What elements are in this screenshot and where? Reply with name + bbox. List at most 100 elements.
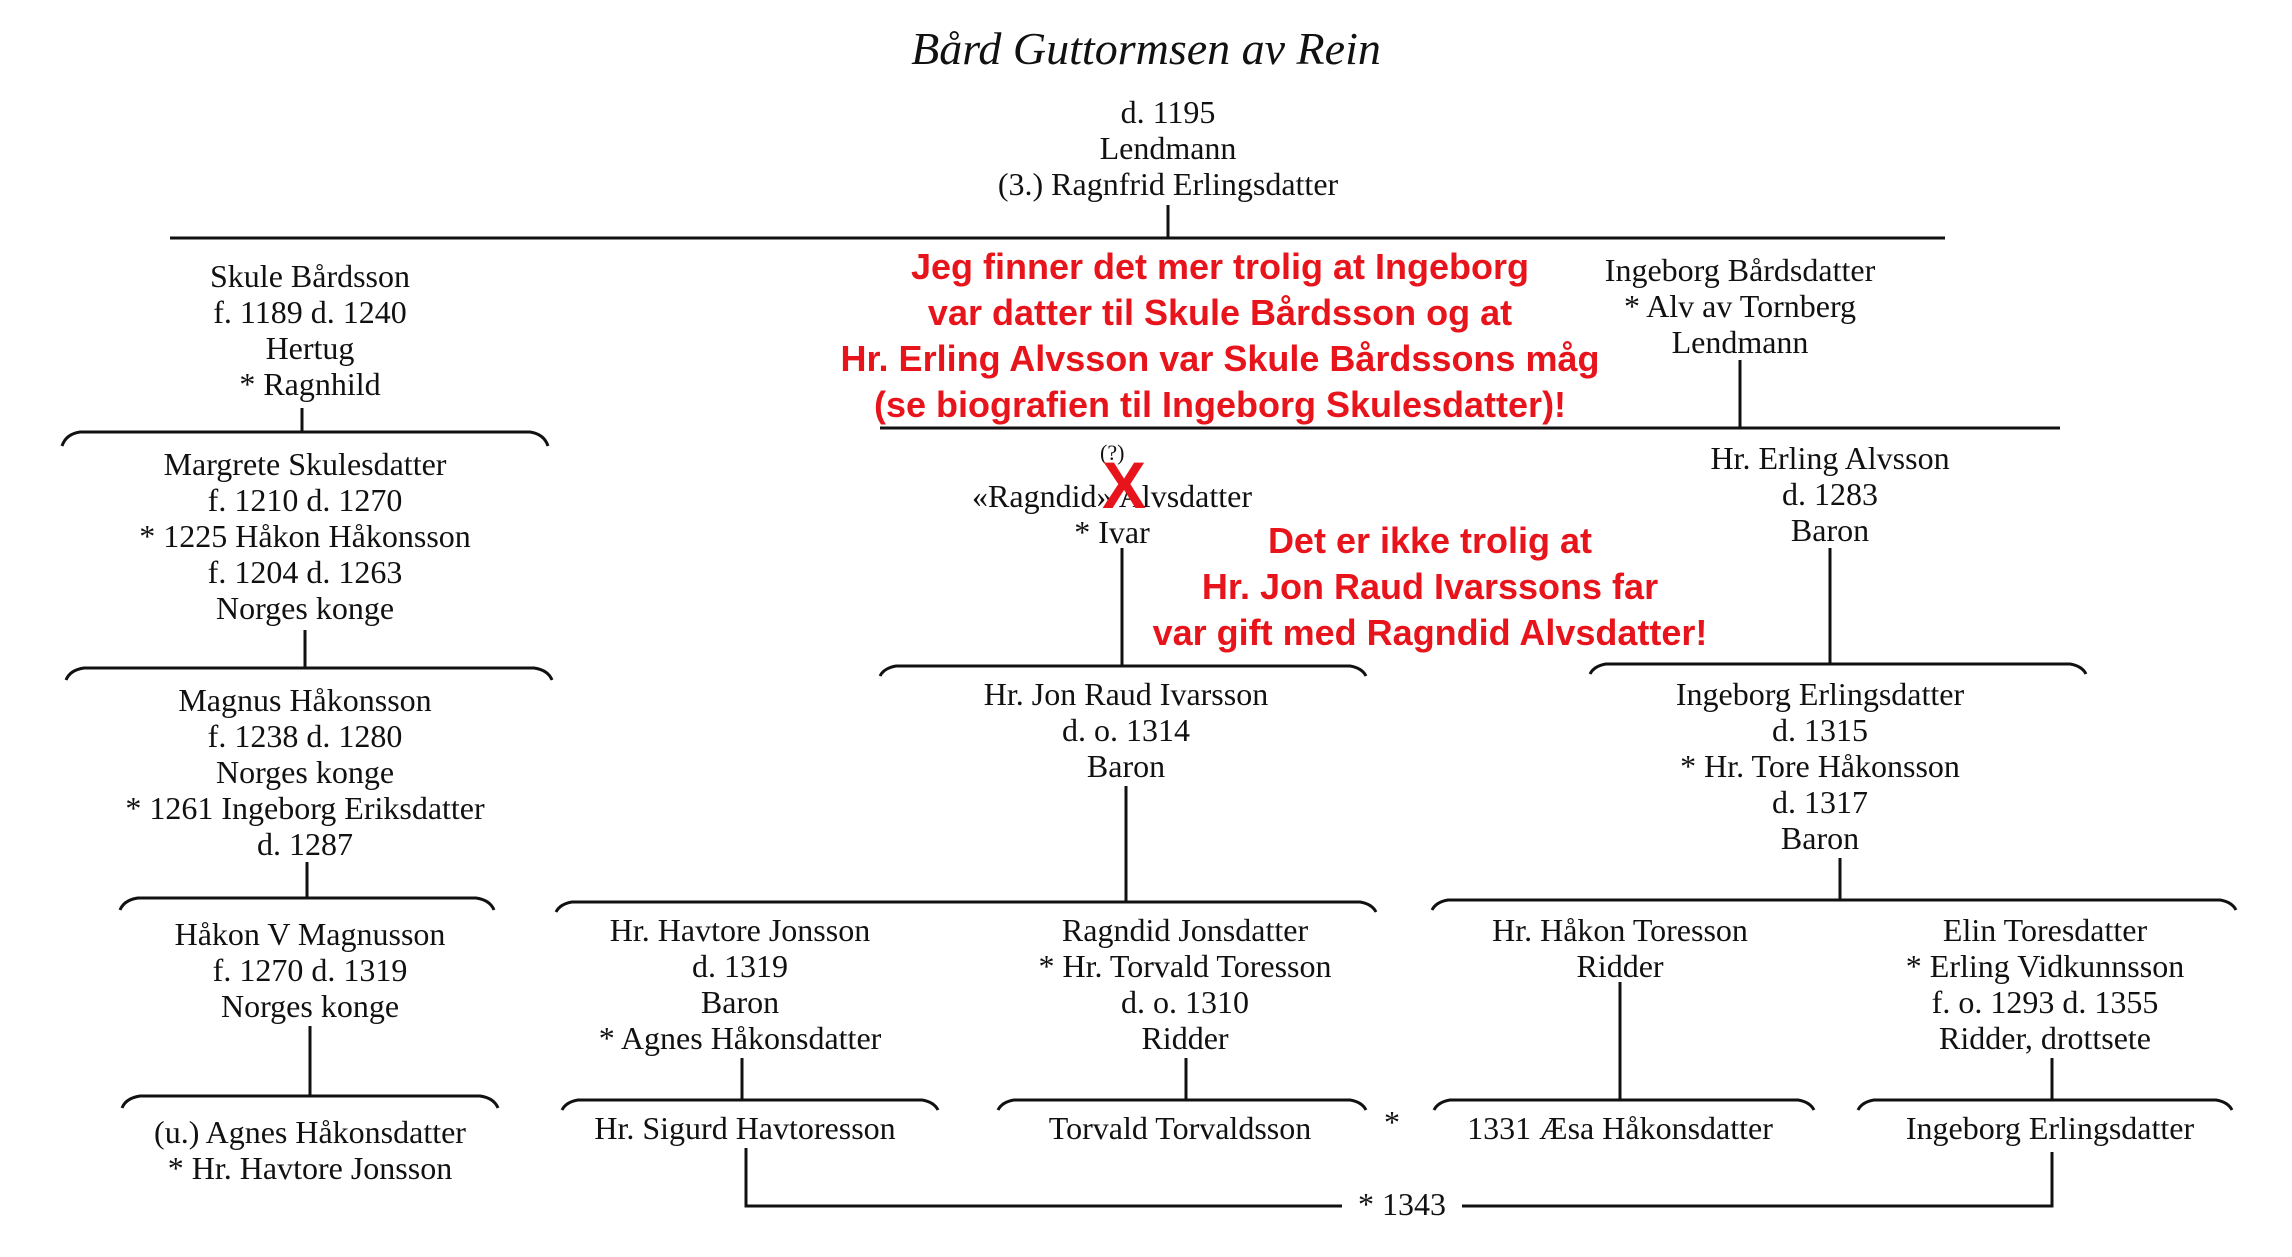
margrete-name: Margrete Skulesdatter	[163, 446, 447, 482]
ingeborg-b-title: Lendmann	[1671, 324, 1809, 360]
person-havtore: Hr. Havtore Jonsson d. 1319 Baron * Agne…	[560, 912, 920, 1056]
ragndid-j-spouse-death: d. o. 1310	[1121, 984, 1249, 1020]
person-sigurd: Hr. Sigurd Havtoresson	[594, 1110, 896, 1146]
agnes-name: (u.) Agnes Håkonsdatter	[154, 1114, 466, 1150]
bus-ingeborg-e	[1430, 898, 2238, 911]
skule-dates: f. 1189 d. 1240	[213, 294, 407, 330]
margrete-spouse-dates: f. 1204 d. 1263	[207, 554, 403, 590]
person-skule: Skule Bårdsson f. 1189 d. 1240 Hertug * …	[110, 258, 510, 402]
marriage-label-1343: * 1343	[1342, 1186, 1462, 1222]
skule-title: Hertug	[265, 330, 355, 366]
ingeborg-e-name: Ingeborg Erlingsdatter	[1675, 676, 1965, 712]
elin-spouse-dates: f. o. 1293 d. 1355	[1931, 984, 2159, 1020]
bus-ragndid	[878, 664, 1368, 677]
person-magnus: Magnus Håkonsson f. 1238 d. 1280 Norges …	[80, 682, 530, 862]
person-ragndid-alvsdatter: «Ragndid» Alvsdatter * Ivar	[912, 478, 1312, 550]
havtore-spouse: * Agnes Håkonsdatter	[598, 1020, 882, 1056]
erling-name: Hr. Erling Alvsson	[1710, 440, 1950, 476]
havtore-title: Baron	[700, 984, 780, 1020]
note2-line2: Hr. Jon Raud Ivarssons far	[1201, 566, 1659, 607]
person-ingeborg-erlingsdatter-2: Ingeborg Erlingsdatter	[1905, 1110, 2195, 1146]
note1-line3: Hr. Erling Alvsson var Skule Bårdssons m…	[840, 338, 1600, 379]
jon-title: Baron	[1086, 748, 1166, 784]
hakon-t-title: Ridder	[1576, 948, 1664, 984]
person-agnes: (u.) Agnes Håkonsdatter * Hr. Havtore Jo…	[110, 1114, 510, 1186]
ragndid-a-spouse: * Ivar	[1074, 514, 1150, 550]
elin-spouse: * Erling Vidkunnsson	[1905, 948, 2185, 984]
note1-line4: (se biografien til Ingeborg Skulesdatter…	[873, 384, 1567, 425]
ragndid-j-name: Ragndid Jonsdatter	[1061, 912, 1309, 948]
note2-line3: var gift med Ragndid Alvsdatter!	[1152, 612, 1708, 653]
ingeborg-e-spouse: * Hr. Tore Håkonsson	[1680, 748, 1960, 784]
magnus-name: Magnus Håkonsson	[178, 682, 432, 718]
ingeborg-e-spouse-death: d. 1317	[1772, 784, 1868, 820]
cross-out-x-mark: X	[1102, 448, 1147, 522]
bus-hakon-t	[1432, 1098, 1816, 1111]
annotation-jon-raud: Det er ikke trolig at Hr. Jon Raud Ivars…	[1060, 518, 1800, 656]
margrete-dates: f. 1210 d. 1270	[207, 482, 403, 518]
skule-name: Skule Bårdsson	[210, 258, 410, 294]
bus-skule	[60, 430, 550, 447]
margrete-spouse: * 1225 Håkon Håkonsson	[139, 518, 471, 554]
person-esa: 1331 Æsa Håkonsdatter	[1467, 1110, 1773, 1146]
person-erling-alvsson: Hr. Erling Alvsson d. 1283 Baron	[1630, 440, 2030, 548]
havtore-death: d. 1319	[692, 948, 788, 984]
ingeborg-b-name: Ingeborg Bårdsdatter	[1604, 252, 1876, 288]
person-elin: Elin Toresdatter * Erling Vidkunnsson f.…	[1855, 912, 2235, 1056]
person-root: d. 1195 Lendmann (3.) Ragnfrid Erlingsda…	[868, 94, 1468, 202]
uncertainty-mark: (?)	[1100, 440, 1125, 465]
jon-death: d. o. 1314	[1062, 712, 1190, 748]
magnus-spouse: * 1261 Ingeborg Eriksdatter	[125, 790, 485, 826]
ragndid-j-spouse: * Hr. Torvald Toresson	[1038, 948, 1332, 984]
bus-margrete	[64, 666, 554, 681]
magnus-spouse-death: d. 1287	[257, 826, 353, 862]
bus-havtore	[560, 1098, 940, 1111]
person-ingeborg-bardsdatter: Ingeborg Bårdsdatter * Alv av Tornberg L…	[1540, 252, 1940, 360]
bus-erling	[1588, 662, 2088, 675]
erling-death: d. 1283	[1782, 476, 1878, 512]
elin-spouse-title: Ridder, drottsete	[1939, 1020, 2151, 1056]
margrete-spouse-title: Norges konge	[215, 590, 395, 626]
bus-magnus	[118, 896, 496, 911]
hakonv-name: Håkon V Magnusson	[174, 916, 446, 952]
root-spouse: (3.) Ragnfrid Erlingsdatter	[997, 166, 1339, 202]
person-ingeborg-erlingsdatter: Ingeborg Erlingsdatter d. 1315 * Hr. Tor…	[1610, 676, 2030, 856]
ragndid-a-name: «Ragndid» Alvsdatter	[972, 478, 1252, 514]
ingeborg-b-spouse: * Alv av Tornberg	[1623, 288, 1857, 324]
magnus-title: Norges konge	[215, 754, 395, 790]
jon-name: Hr. Jon Raud Ivarsson	[983, 676, 1269, 712]
note1-line2: var datter til Skule Bårdsson og at	[927, 292, 1513, 333]
agnes-spouse: * Hr. Havtore Jonsson	[167, 1150, 453, 1186]
person-jon-raud: Hr. Jon Raud Ivarsson d. o. 1314 Baron	[926, 676, 1326, 784]
bus-jon	[554, 900, 1378, 913]
hakon-t-name: Hr. Håkon Toresson	[1492, 912, 1748, 948]
person-hakon-toresson: Hr. Håkon Toresson Ridder	[1440, 912, 1800, 984]
annotation-ingeborg-skule: Jeg finner det mer trolig at Ingeborg va…	[720, 244, 1720, 428]
ingeborg-e-spouse-title: Baron	[1780, 820, 1860, 856]
person-margrete: Margrete Skulesdatter f. 1210 d. 1270 * …	[80, 446, 530, 626]
hakonv-title: Norges konge	[220, 988, 400, 1024]
page-title: Bård Guttormsen av Rein	[911, 23, 1381, 74]
hakonv-dates: f. 1270 d. 1319	[212, 952, 408, 988]
person-hakon-v: Håkon V Magnusson f. 1270 d. 1319 Norges…	[110, 916, 510, 1024]
bus-ragndid-j	[996, 1098, 1368, 1111]
bus-hakonv	[120, 1094, 500, 1109]
marriage-link-1343-right	[1462, 1152, 2054, 1208]
erling-title: Baron	[1790, 512, 1870, 548]
marriage-link-1343	[744, 1148, 1342, 1208]
root-death: d. 1195	[1120, 94, 1216, 130]
person-ragndid-jonsdatter: Ragndid Jonsdatter * Hr. Torvald Toresso…	[990, 912, 1380, 1056]
magnus-dates: f. 1238 d. 1280	[207, 718, 403, 754]
marriage-star: *	[1384, 1104, 1400, 1140]
note2-line1: Det er ikke trolig at	[1267, 520, 1593, 561]
note1-line1: Jeg finner det mer trolig at Ingeborg	[910, 246, 1530, 287]
person-torvald: Torvald Torvaldsson	[1048, 1110, 1312, 1146]
root-title: Lendmann	[1099, 130, 1237, 166]
bus-elin	[1856, 1098, 2234, 1111]
skule-spouse: * Ragnhild	[239, 366, 381, 402]
ingeborg-e-death: d. 1315	[1772, 712, 1868, 748]
elin-name: Elin Toresdatter	[1942, 912, 2148, 948]
ragndid-j-spouse-title: Ridder	[1141, 1020, 1229, 1056]
havtore-name: Hr. Havtore Jonsson	[609, 912, 871, 948]
